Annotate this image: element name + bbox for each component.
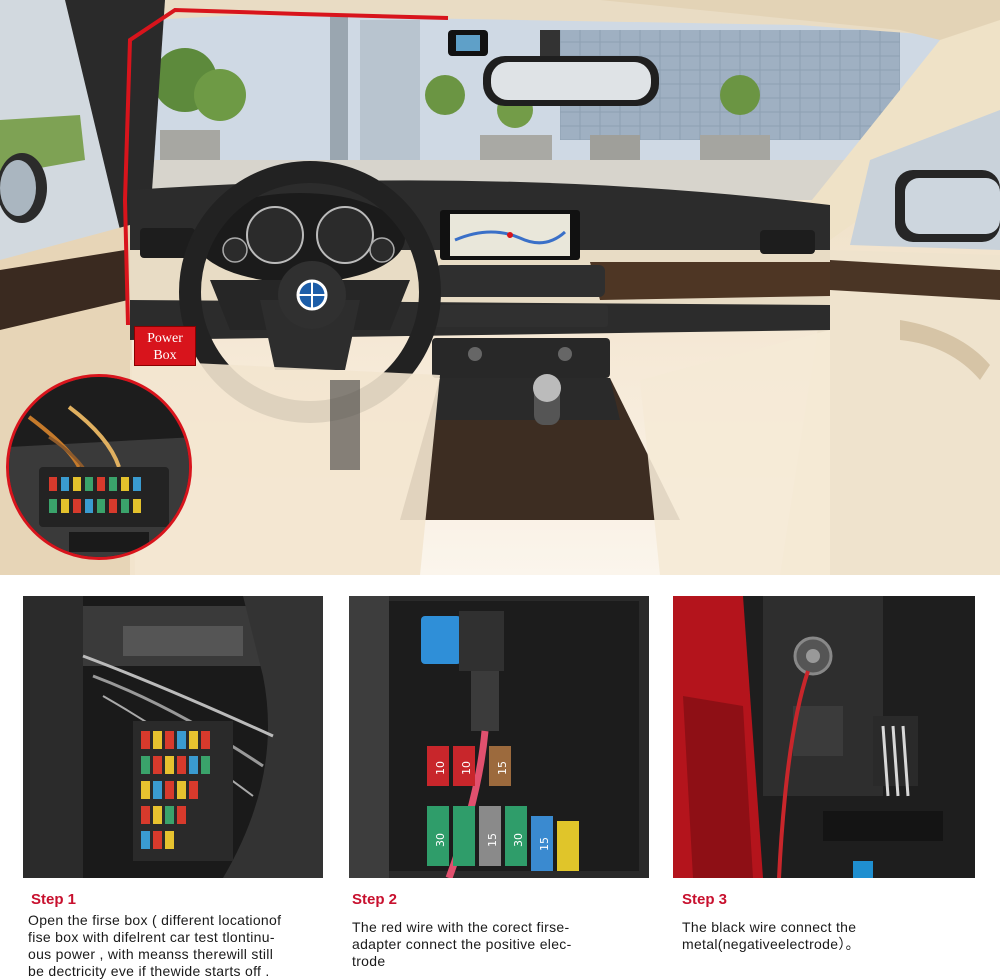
step1-line4: be dectricity eve if thewide starts off … (28, 963, 270, 979)
step2-line1: The red wire with the corect firse- (352, 919, 570, 935)
fuse-label-6: 30 (512, 833, 525, 847)
power-box-label-line1: Power (147, 331, 183, 346)
step3-title: Step 3 (682, 891, 728, 908)
fuse-label-1: 10 (434, 761, 447, 775)
step1-line2: fise box with difelrent car test tlontin… (28, 929, 275, 945)
step2-line2: adapter connect the positive elec- (352, 936, 572, 952)
fuse-label-5: 15 (486, 833, 499, 847)
step3-photo (673, 596, 975, 878)
step3-description: The black wire connect the metal(negativ… (682, 919, 982, 953)
step2-line3: trode (352, 953, 386, 969)
step1-line3: ous power , with meanss therewill still (28, 946, 274, 962)
fuse-box-closeup (6, 374, 192, 560)
step3-line1: The black wire connect the (682, 919, 857, 935)
step3-ground-bolt-image (673, 596, 975, 878)
fuse-box-closeup-image (9, 377, 189, 557)
fuse-label-7: 15 (538, 837, 551, 851)
step1-photo (23, 596, 323, 878)
step2-fuse-adapter-image: 10 10 15 30 15 30 15 (349, 596, 649, 878)
step1-description: Open the firse box ( different locationo… (28, 912, 328, 979)
step1-title: Step 1 (31, 891, 77, 908)
fuse-label-2: 10 (460, 761, 473, 775)
step3-line2: metal(negativeelectrode）。 (682, 936, 860, 952)
power-box-label: Power Box (134, 326, 196, 366)
car-interior-hero: Power Box (0, 0, 1000, 575)
step2-description: The red wire with the corect firse- adap… (352, 919, 642, 970)
step1-line1: Open the firse box ( different locationo… (28, 912, 282, 928)
fuse-label-4: 30 (434, 833, 447, 847)
step2-photo: 10 10 15 30 15 30 15 (349, 596, 649, 878)
step1-fuse-box-image (23, 596, 323, 878)
fuse-label-3: 15 (496, 761, 509, 775)
step2-title: Step 2 (352, 891, 398, 908)
power-box-label-line2: Box (153, 348, 177, 363)
